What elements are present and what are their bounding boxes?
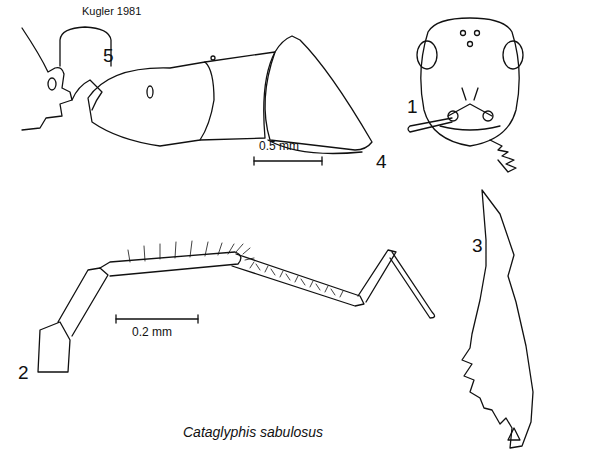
gaster-terminal-segments — [265, 36, 372, 150]
petiole-lateral — [72, 80, 102, 110]
scale-bar-tick — [253, 157, 254, 165]
scale-bar-tick — [115, 315, 116, 323]
gaster-second-segment — [200, 52, 275, 140]
leg-hairs — [128, 241, 343, 297]
figure-number: 1 — [407, 97, 418, 116]
clypeus — [440, 126, 500, 130]
mandible-outline — [462, 190, 533, 448]
scale-label: 0.2 mm — [132, 326, 172, 338]
mandible-tip — [508, 428, 520, 440]
figure-number: 5 — [103, 46, 114, 65]
gaster-spiracle — [147, 86, 153, 98]
head-outline — [421, 18, 519, 146]
leg-tarsi — [358, 250, 435, 318]
species-caption: Cataglyphis sabulosus — [183, 425, 323, 439]
scale-label: 0.5 mm — [259, 140, 299, 152]
compound-eye — [417, 41, 437, 69]
scale-bar-tick — [321, 157, 322, 165]
leg-tibia — [232, 254, 364, 306]
antennal-socket — [483, 111, 493, 121]
figure-number: 3 — [472, 236, 483, 255]
figure-number: 4 — [376, 152, 387, 171]
antennal-socket — [448, 111, 458, 121]
leg-femur — [100, 252, 241, 276]
scale-bar-tick — [197, 315, 198, 323]
compound-eye — [503, 41, 523, 69]
ocellus — [461, 31, 466, 36]
antenna-scape — [408, 118, 452, 132]
spiracle — [48, 78, 56, 90]
ocellus — [468, 42, 473, 47]
mandible-teeth — [490, 140, 516, 172]
gaster-first-segment — [88, 62, 214, 146]
gaster-spiracle-small — [211, 56, 215, 60]
ocellus — [475, 31, 480, 36]
figure-number: 2 — [18, 363, 29, 382]
source-credit: Kugler 1981 — [82, 6, 141, 17]
propodeum-outline — [22, 28, 72, 130]
scale-bar — [254, 160, 322, 161]
leg-coxa-trochanter — [38, 268, 108, 372]
scale-bar — [116, 318, 198, 319]
